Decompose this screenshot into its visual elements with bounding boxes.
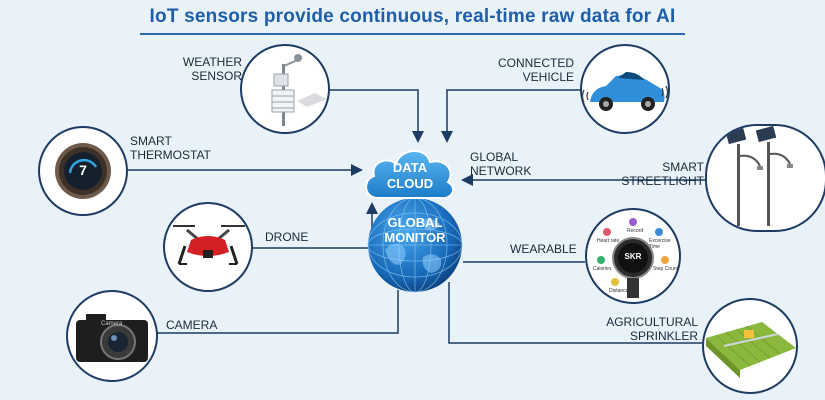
- globe-label-line2: MONITOR: [384, 230, 446, 245]
- sprinkler-connector: [448, 282, 702, 344]
- vehicle-connector: [441, 89, 583, 143]
- connected-vehicle-label: CONNECTED VEHICLE: [497, 56, 574, 84]
- smart-streetlight-label: SMART STREETLIGHT: [621, 160, 704, 188]
- feature-distance: Distance: [609, 288, 629, 294]
- feature-step-count: Step Count: [653, 266, 679, 272]
- cloud-label-line1: DATA: [392, 160, 428, 175]
- drone-icon: [163, 202, 253, 292]
- wearable-label: WEARABLE: [510, 242, 577, 256]
- cloud-label-line2: CLOUD: [386, 176, 434, 191]
- title-underline: [140, 33, 685, 35]
- camera-label: CAMERA: [166, 318, 218, 332]
- weather-connector: [308, 89, 424, 143]
- weather-station-icon: [240, 44, 330, 134]
- streetlight-icon: [705, 124, 825, 232]
- camera-brand: Camera: [101, 321, 123, 327]
- feature-exercise-time: Excercise Time: [649, 238, 671, 250]
- feature-record: Record: [627, 228, 644, 234]
- sprinkler-icon: [702, 298, 798, 394]
- globe-label-line1: GLOBAL: [387, 215, 443, 230]
- watch-face: SKR: [624, 252, 642, 261]
- global-network-label: GLOBAL NETWORK: [470, 150, 532, 178]
- feature-heart-rate: Heart rate: [597, 238, 620, 244]
- car-icon: [580, 44, 670, 134]
- smartwatch-icon: SKR Heart rate Record Excercise Time Ste…: [585, 208, 681, 304]
- smart-thermostat-label: SMART THERMOSTAT: [130, 134, 211, 162]
- data-cloud: DATA CLOUD: [360, 140, 460, 206]
- weather-sensor-label: WEATHER SENSOR: [182, 55, 242, 83]
- feature-calories: Calories: [593, 266, 612, 272]
- page-title: IoT sensors provide continuous, real-tim…: [149, 6, 676, 27]
- camera-connector: [155, 290, 399, 334]
- thermostat-display: 7: [79, 162, 87, 178]
- camera-icon: Camera: [66, 290, 158, 382]
- thermostat-icon: 7: [38, 126, 128, 216]
- global-monitor-globe: GLOBAL MONITOR: [365, 195, 465, 295]
- drone-label: DRONE: [265, 230, 309, 244]
- agricultural-sprinkler-label: AGRICULTURAL SPRINKLER: [606, 315, 698, 343]
